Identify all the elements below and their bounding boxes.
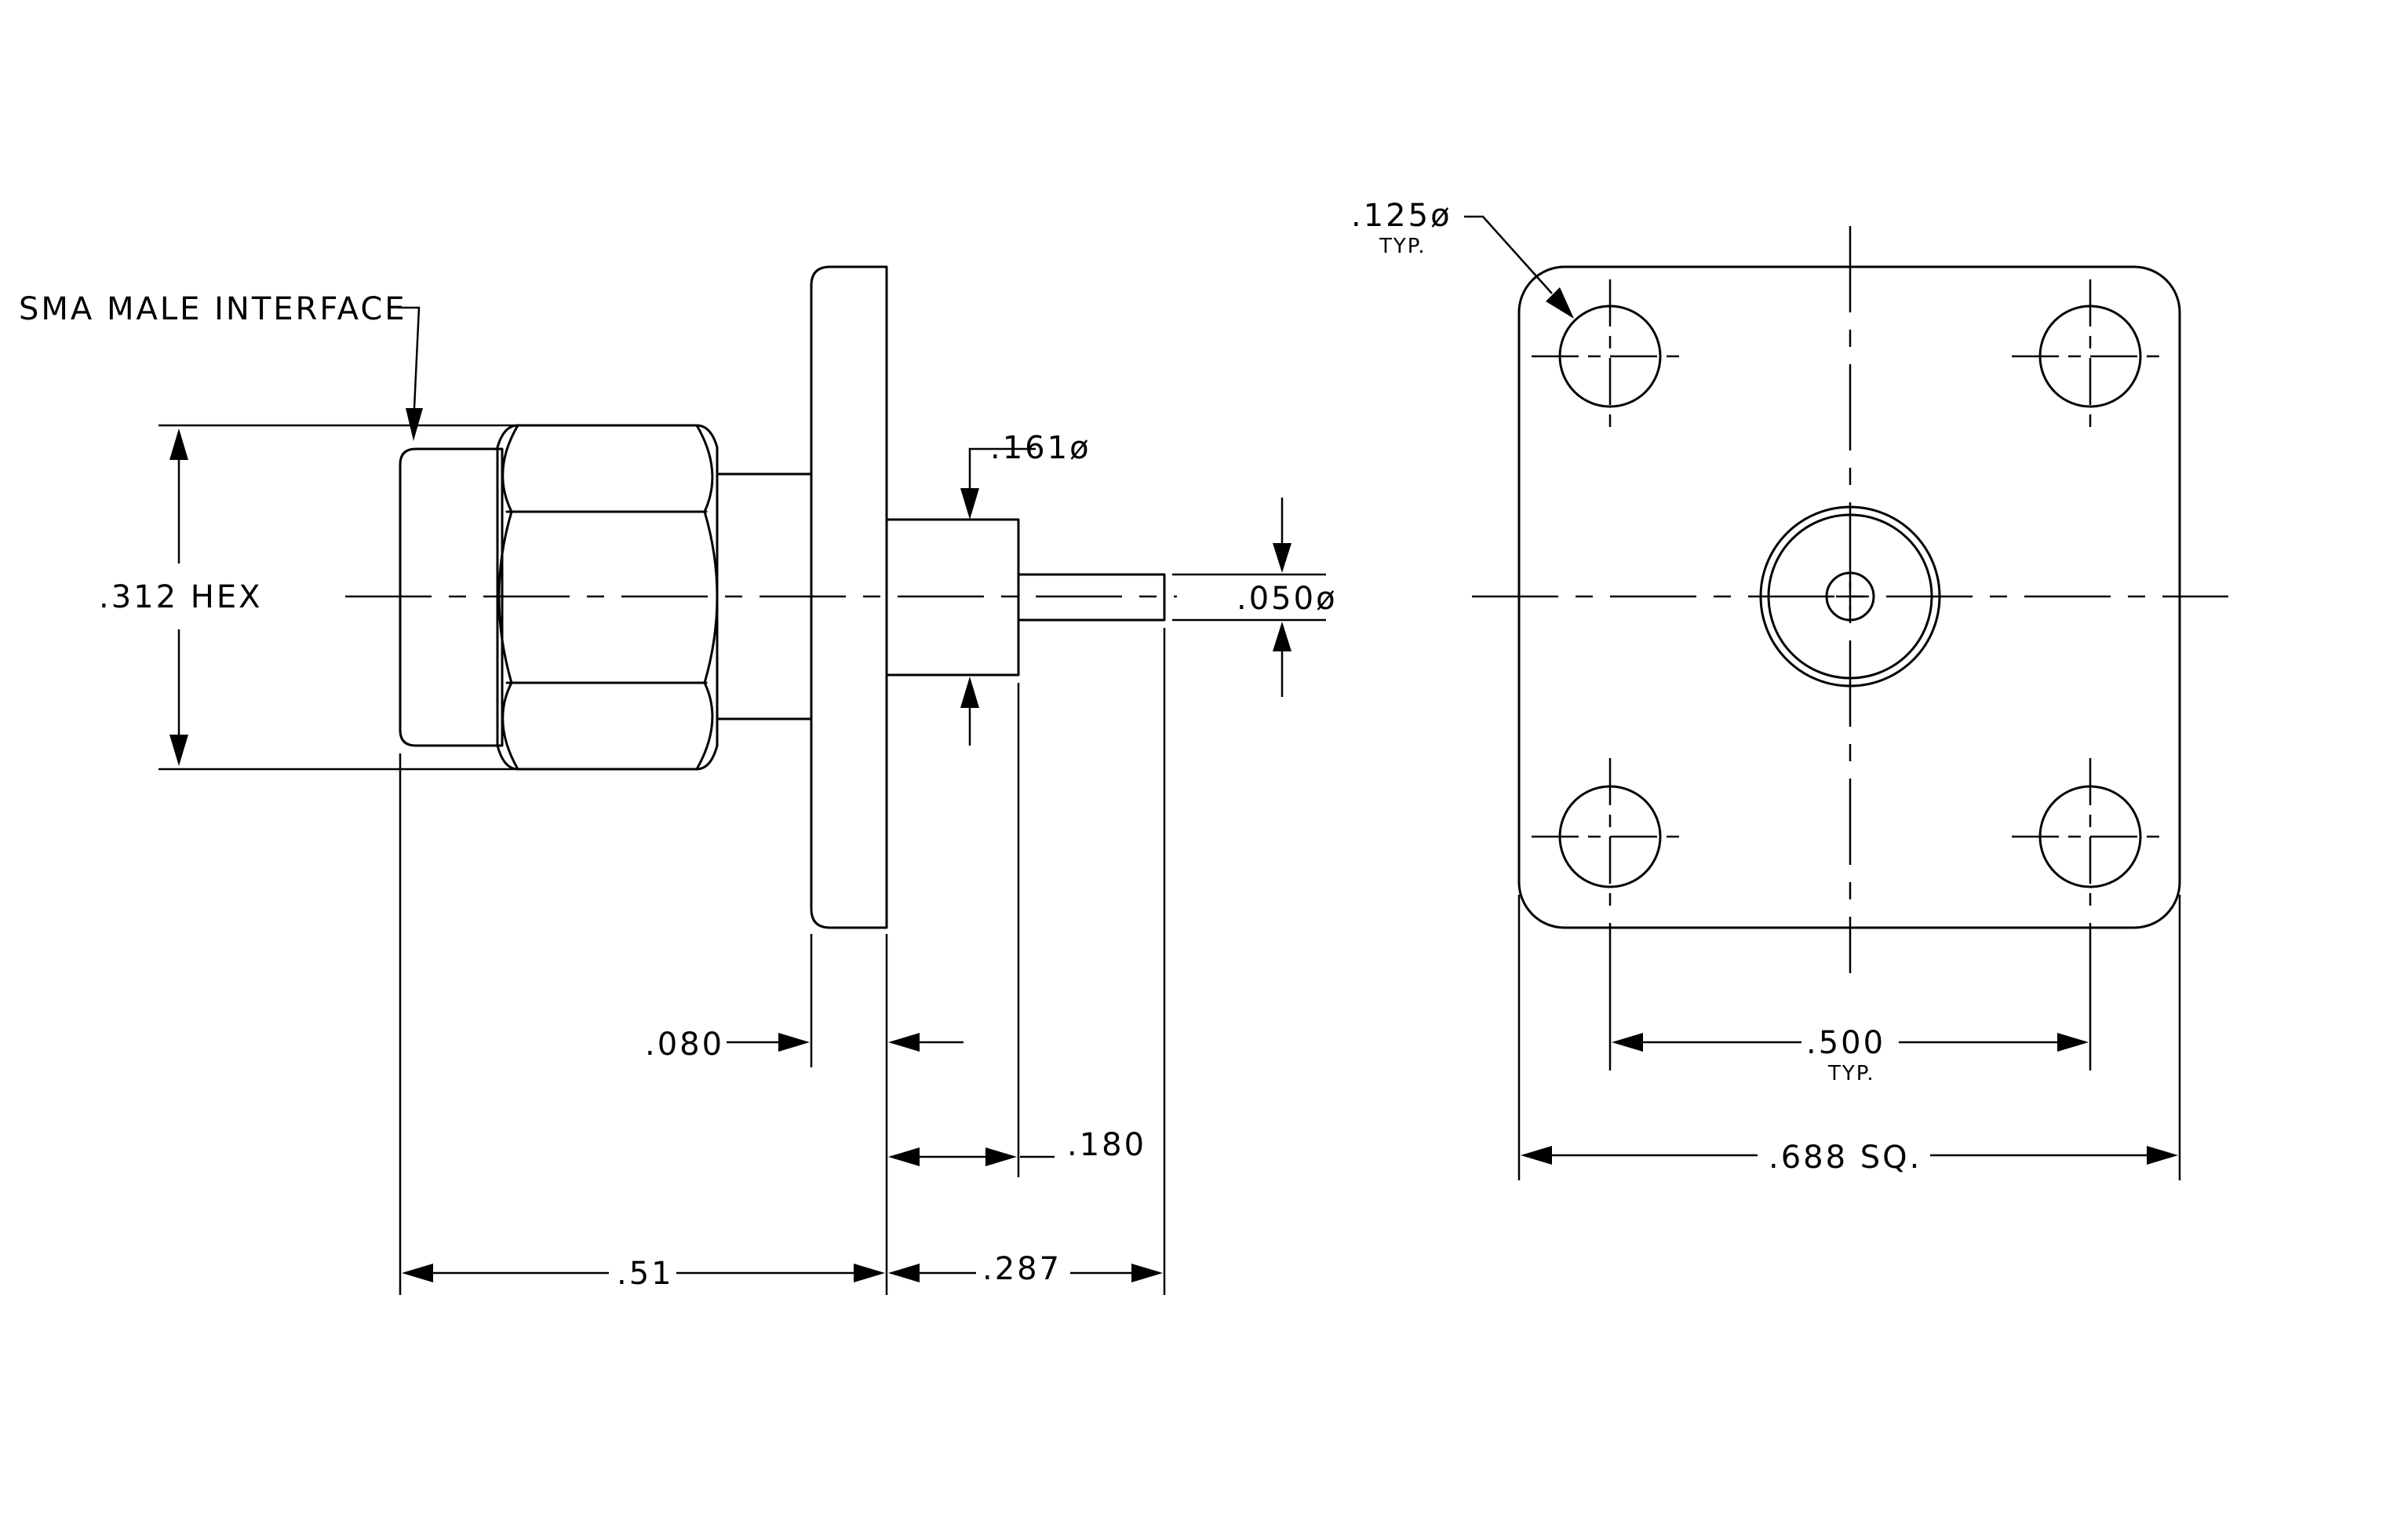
dim180-arrow-right: [985, 1147, 1017, 1166]
dim180-arrow-left: [888, 1147, 920, 1166]
center-pin-face: [1825, 571, 1875, 622]
dim688-arrow-right: [2147, 1146, 2178, 1165]
dim688-arrow-left: [1521, 1146, 1552, 1165]
hex-cap-bottom-right: [695, 681, 714, 771]
dim51-arrow-left: [402, 1264, 433, 1282]
hex-cap-top-left: [501, 424, 519, 513]
dim161-label: .161ø: [990, 430, 1091, 466]
hole-leader: [1464, 215, 1553, 294]
center-pin: [1017, 573, 1166, 622]
front-view: .125ø TYP. .500 TYP. .688 SQ.: [1351, 198, 2228, 1180]
dim287-label: .287: [982, 1251, 1062, 1287]
dim161-arrow-bottom: [960, 677, 979, 708]
hole-typ-label: TYP.: [1379, 235, 1426, 258]
dim51-arrow-right: [854, 1264, 885, 1282]
hole-label: .125ø: [1351, 198, 1452, 234]
flange: [810, 265, 888, 929]
dim161-leader: [968, 447, 1036, 491]
dim050-arrow-bottom: [1273, 622, 1291, 651]
dim51-label: .51: [617, 1256, 674, 1292]
hex-arrow-bottom: [169, 735, 188, 766]
dim500-typ-label: TYP.: [1827, 1062, 1875, 1085]
dim080-label: .080: [645, 1027, 724, 1063]
dim688-label: .688 SQ.: [1769, 1140, 1922, 1176]
hex-facet-right: [703, 510, 719, 684]
dim080-arrow-right: [888, 1033, 920, 1052]
center-dielectric-inner: [1767, 513, 1933, 680]
mounting-hole-bottom-left: [1532, 758, 1689, 915]
hex-arrow-top: [169, 429, 188, 460]
center-dielectric-outer: [1759, 505, 1941, 688]
coupling-ring: [399, 447, 504, 747]
dim287-arrow-right: [1131, 1264, 1163, 1282]
interface-label: SMA MALE INTERFACE: [19, 291, 407, 327]
hole-arrow: [1546, 287, 1574, 319]
dim287-arrow-left: [888, 1264, 920, 1282]
dim050-label: .050ø: [1237, 581, 1338, 617]
dim500-label: .500: [1806, 1025, 1885, 1061]
mounting-hole-bottom-right: [2012, 758, 2169, 915]
interface-leader: [399, 306, 421, 409]
hex-cap-bottom-left: [501, 681, 519, 771]
dim180-label: .180: [1067, 1127, 1146, 1163]
mounting-hole-top-right: [2012, 279, 2169, 436]
dim161-arrow-top: [960, 488, 979, 520]
dielectric: [885, 518, 1020, 677]
side-view: SMA MALE INTERFACE .312 HEX .161ø .050ø: [19, 265, 1338, 1295]
mounting-hole-top-left: [1532, 279, 1689, 436]
dim080-arrow-left: [778, 1033, 810, 1052]
dim500-arrow-left: [1612, 1033, 1643, 1052]
hex-label: .312 HEX: [99, 579, 263, 615]
hex-facet-left: [497, 510, 513, 684]
dim050-arrow-top: [1273, 543, 1291, 573]
dim500-arrow-right: [2057, 1033, 2089, 1052]
hex-cap-top-right: [695, 424, 714, 513]
